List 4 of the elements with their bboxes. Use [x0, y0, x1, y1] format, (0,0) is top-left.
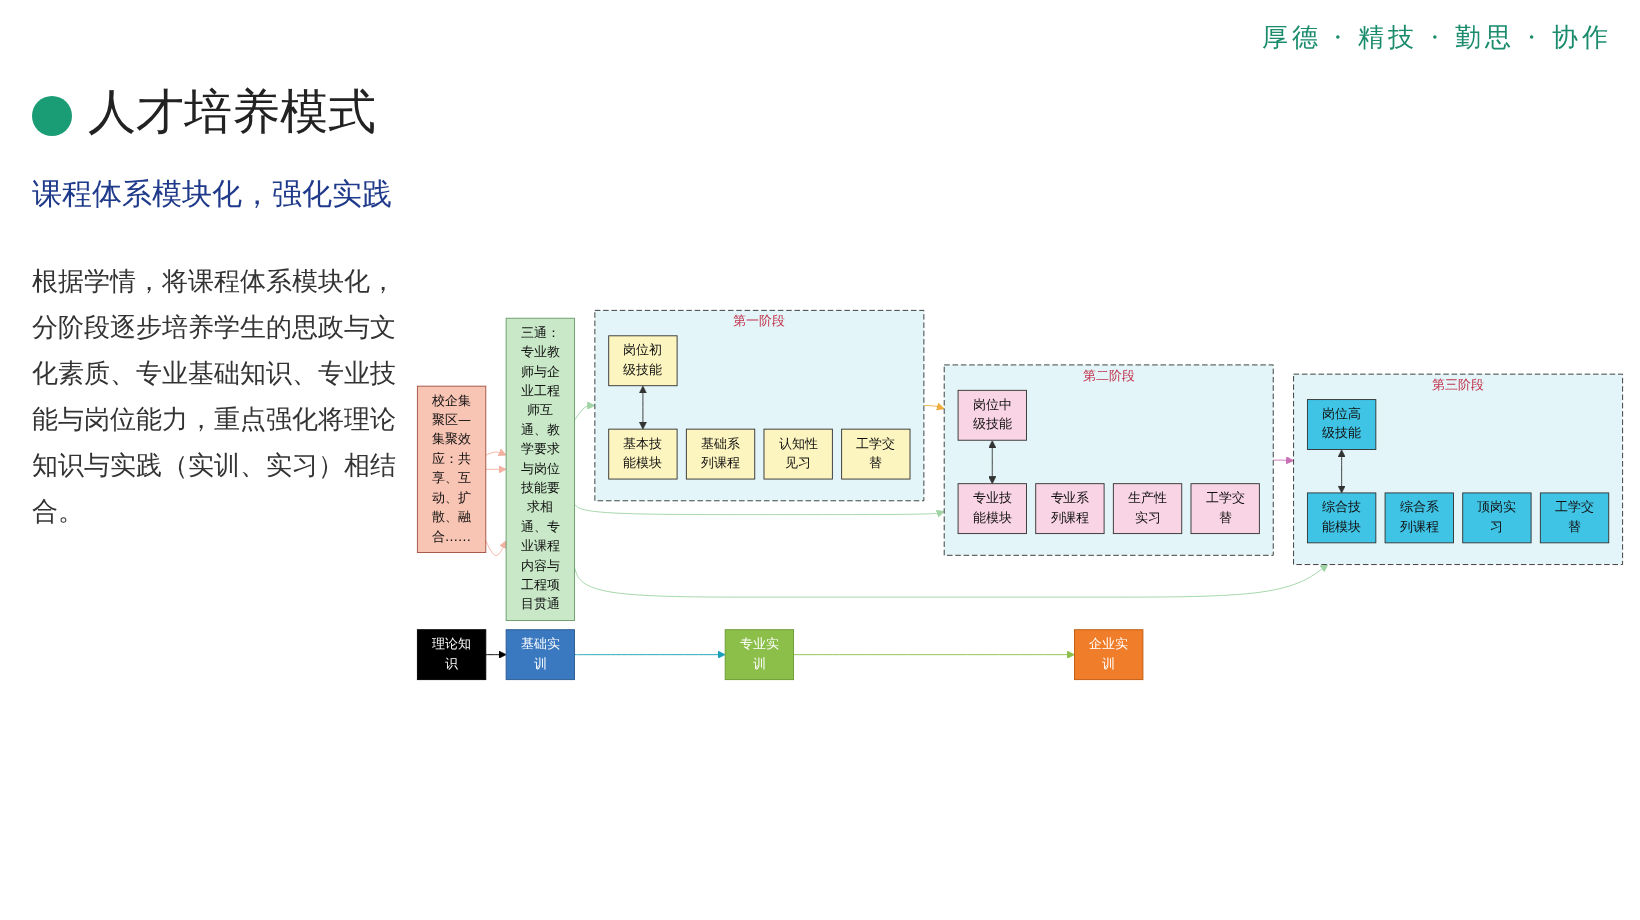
slide-title: 人才培养模式	[88, 82, 376, 144]
motto-text: 厚德 · 精技 · 勤思 · 协作	[1261, 22, 1612, 56]
description-paragraph: 根据学情，将课程体系模块化，分阶段逐步培养学生的思政与文化素质、专业基础知识、专业技能与岗位能力，重点强化将理论知识与实践（实训、实习）相结合。	[32, 266, 398, 532]
subtitle: 课程体系模块化，强化实践	[32, 176, 394, 214]
